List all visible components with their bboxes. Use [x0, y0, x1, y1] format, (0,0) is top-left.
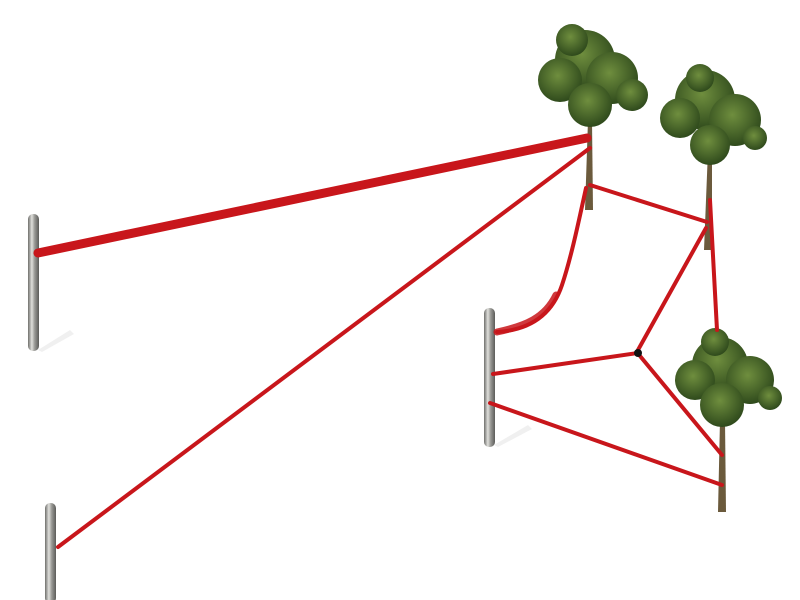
rope-long-diagonal: [56, 146, 592, 549]
post-left-top: [28, 214, 39, 351]
rope-thick-top: [33, 133, 592, 258]
post-left-bottom: [45, 503, 56, 600]
rope-tree2-knot: [636, 226, 708, 352]
tree-right-bottom: [675, 328, 782, 512]
rope-post-tree3: [488, 401, 724, 487]
post-middle: [484, 308, 495, 447]
rope-post-knot: [491, 351, 640, 376]
post-shadows: [38, 330, 532, 447]
rope-knot: [634, 349, 642, 357]
tree-top-center: [538, 24, 648, 210]
rope-tree1-tree2: [588, 183, 709, 224]
rope-tree2-tree3: [708, 198, 719, 332]
tree-right-top: [660, 64, 767, 250]
rope-sagging-ribbon: [493, 291, 560, 336]
rope-knot-tree3: [638, 354, 724, 457]
